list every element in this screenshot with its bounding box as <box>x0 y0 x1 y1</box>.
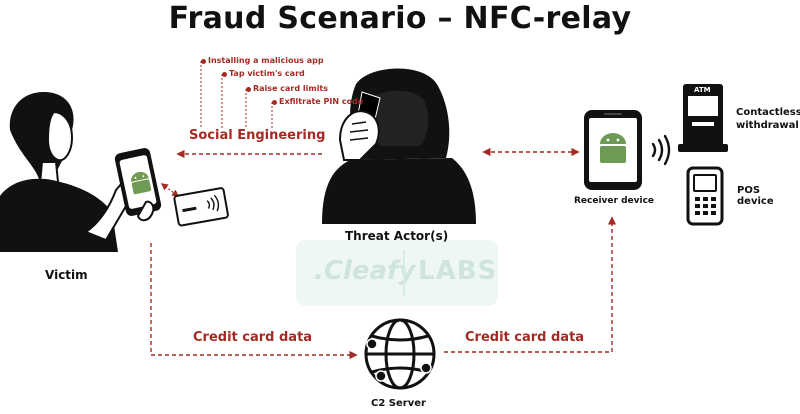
social-step-2: Tap victim's card <box>222 69 305 78</box>
victim-fingers <box>136 200 155 222</box>
watermark-brand: .Cleafy <box>314 256 416 286</box>
credit-card-data-label-right: Credit card data <box>465 330 585 345</box>
phone-card-arrow <box>160 183 180 197</box>
nfc-waves-icon <box>651 134 671 166</box>
victim-figure <box>0 92 133 252</box>
atm-icon <box>678 84 728 152</box>
pos-icon <box>686 166 724 226</box>
victim-c2-arrow <box>150 243 358 360</box>
credit-card-data-label-left: Credit card data <box>193 330 313 345</box>
contactless-withdrawal-label: Contactless withdrawal <box>736 107 800 131</box>
threat-actor-figure <box>322 68 476 224</box>
contactless-card <box>173 187 229 227</box>
c2-server-label: C2 Server <box>371 398 426 409</box>
c2-server-nodes <box>366 338 432 382</box>
c2-receiver-arrow <box>444 216 617 353</box>
receiver-device-label: Receiver device <box>574 196 655 206</box>
card-nfc-icon <box>206 194 220 212</box>
social-step-3: Raise card limits <box>245 84 329 93</box>
threat-actor-label: Threat Actor(s) <box>345 229 449 243</box>
android-icon <box>600 133 626 163</box>
diagram-title: Fraud Scenario – NFC-relay <box>168 1 632 36</box>
atm-sign: ATM <box>694 86 711 94</box>
social-step-4: Exfiltrate PIN code <box>271 97 364 106</box>
social-step-1: Installing a malicious app <box>201 56 324 65</box>
social-steps-connectors <box>200 61 273 128</box>
victim-label: Victim <box>45 268 88 282</box>
watermark-sub: LABS <box>418 256 498 286</box>
social-engineering-label: Social Engineering <box>189 128 326 143</box>
c2-server-globe-icon <box>364 318 436 390</box>
receiver-phone <box>584 110 642 190</box>
watermark: .Cleafy LABS <box>296 240 498 306</box>
android-icon <box>131 171 152 195</box>
pos-device-label: POS device <box>737 185 774 207</box>
watermark-divider <box>403 250 405 296</box>
